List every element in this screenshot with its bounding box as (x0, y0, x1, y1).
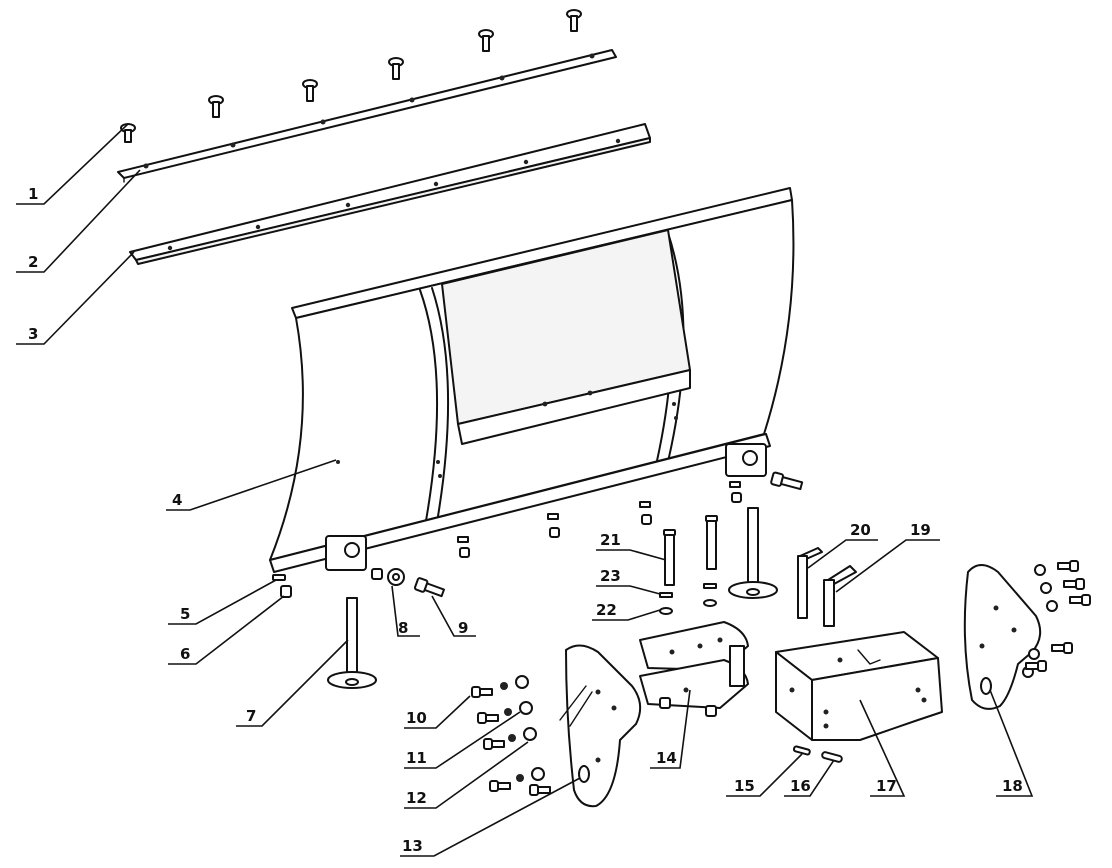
part-top-strip (117, 49, 617, 183)
part-pins (663, 515, 718, 586)
callout-9: 9 (431, 595, 476, 637)
callout-13: 13 (400, 777, 581, 857)
callout-6: 6 (168, 595, 285, 665)
callout-23: 23 (596, 567, 661, 595)
callout-16: 16 (784, 759, 835, 797)
part-clips (792, 745, 843, 763)
part-angle-mount (775, 631, 943, 741)
callout-4-label: 4 (172, 491, 182, 509)
part-nuts-blade (272, 481, 742, 598)
callout-4: 4 (166, 459, 337, 511)
callout-13-label: 13 (402, 837, 423, 855)
callout-7-label: 7 (246, 707, 256, 725)
callout-22-label: 22 (596, 601, 617, 619)
part-pivot-bracket (639, 621, 749, 717)
part-plow-blade (269, 187, 795, 573)
part-wear-strip (129, 123, 651, 265)
callout-17-label: 17 (876, 777, 897, 795)
callout-15: 15 (726, 753, 803, 797)
callout-18-label: 18 (1002, 777, 1023, 795)
callout-15-label: 15 (734, 777, 755, 795)
callout-22: 22 (592, 601, 661, 621)
part-bolt-set (471, 675, 551, 796)
callout-5: 5 (168, 579, 277, 625)
part-washers-springs (659, 583, 717, 615)
part-bolt-set-right (1022, 560, 1091, 678)
part-skid-shoe-right (728, 507, 778, 599)
callout-12-label: 12 (406, 789, 427, 807)
callout-18: 18 (989, 689, 1034, 797)
callout-21-label: 21 (600, 531, 621, 549)
callout-3: 3 (16, 251, 135, 345)
callout-2: 2 (16, 169, 141, 273)
callout-23-label: 23 (600, 567, 621, 585)
callout-10: 10 (404, 695, 471, 729)
callout-14: 14 (650, 689, 691, 769)
part-mount-plate-right (963, 564, 1042, 710)
callout-11: 11 (404, 711, 521, 769)
part-skid-shoe-left (327, 597, 377, 689)
callout-19: 19 (835, 521, 940, 593)
part-mount-plate-left (559, 644, 642, 808)
callout-8-label: 8 (398, 619, 408, 637)
callout-10-label: 10 (406, 709, 427, 727)
callout-1-label: 1 (28, 185, 38, 203)
callout-20-label: 20 (850, 521, 871, 539)
callout-17: 17 (859, 699, 906, 797)
callout-14-label: 14 (656, 749, 677, 767)
callout-21: 21 (596, 531, 667, 561)
callout-5-label: 5 (180, 605, 190, 623)
callout-11-label: 11 (406, 749, 427, 767)
part-bolts-top (120, 9, 582, 143)
callout-16-label: 16 (790, 777, 811, 795)
callout-9-label: 9 (458, 619, 468, 637)
callout-2-label: 2 (28, 253, 38, 271)
callout-6-label: 6 (180, 645, 190, 663)
callout-19-label: 19 (910, 521, 931, 539)
callout-1: 1 (16, 123, 129, 205)
callout-8: 8 (391, 585, 420, 637)
callout-7: 7 (236, 639, 349, 727)
part-handle-pins (797, 547, 857, 627)
callout-20: 20 (807, 521, 878, 569)
part-washer-bolt (387, 471, 804, 598)
callout-3-label: 3 (28, 325, 38, 343)
callout-12: 12 (404, 741, 529, 809)
